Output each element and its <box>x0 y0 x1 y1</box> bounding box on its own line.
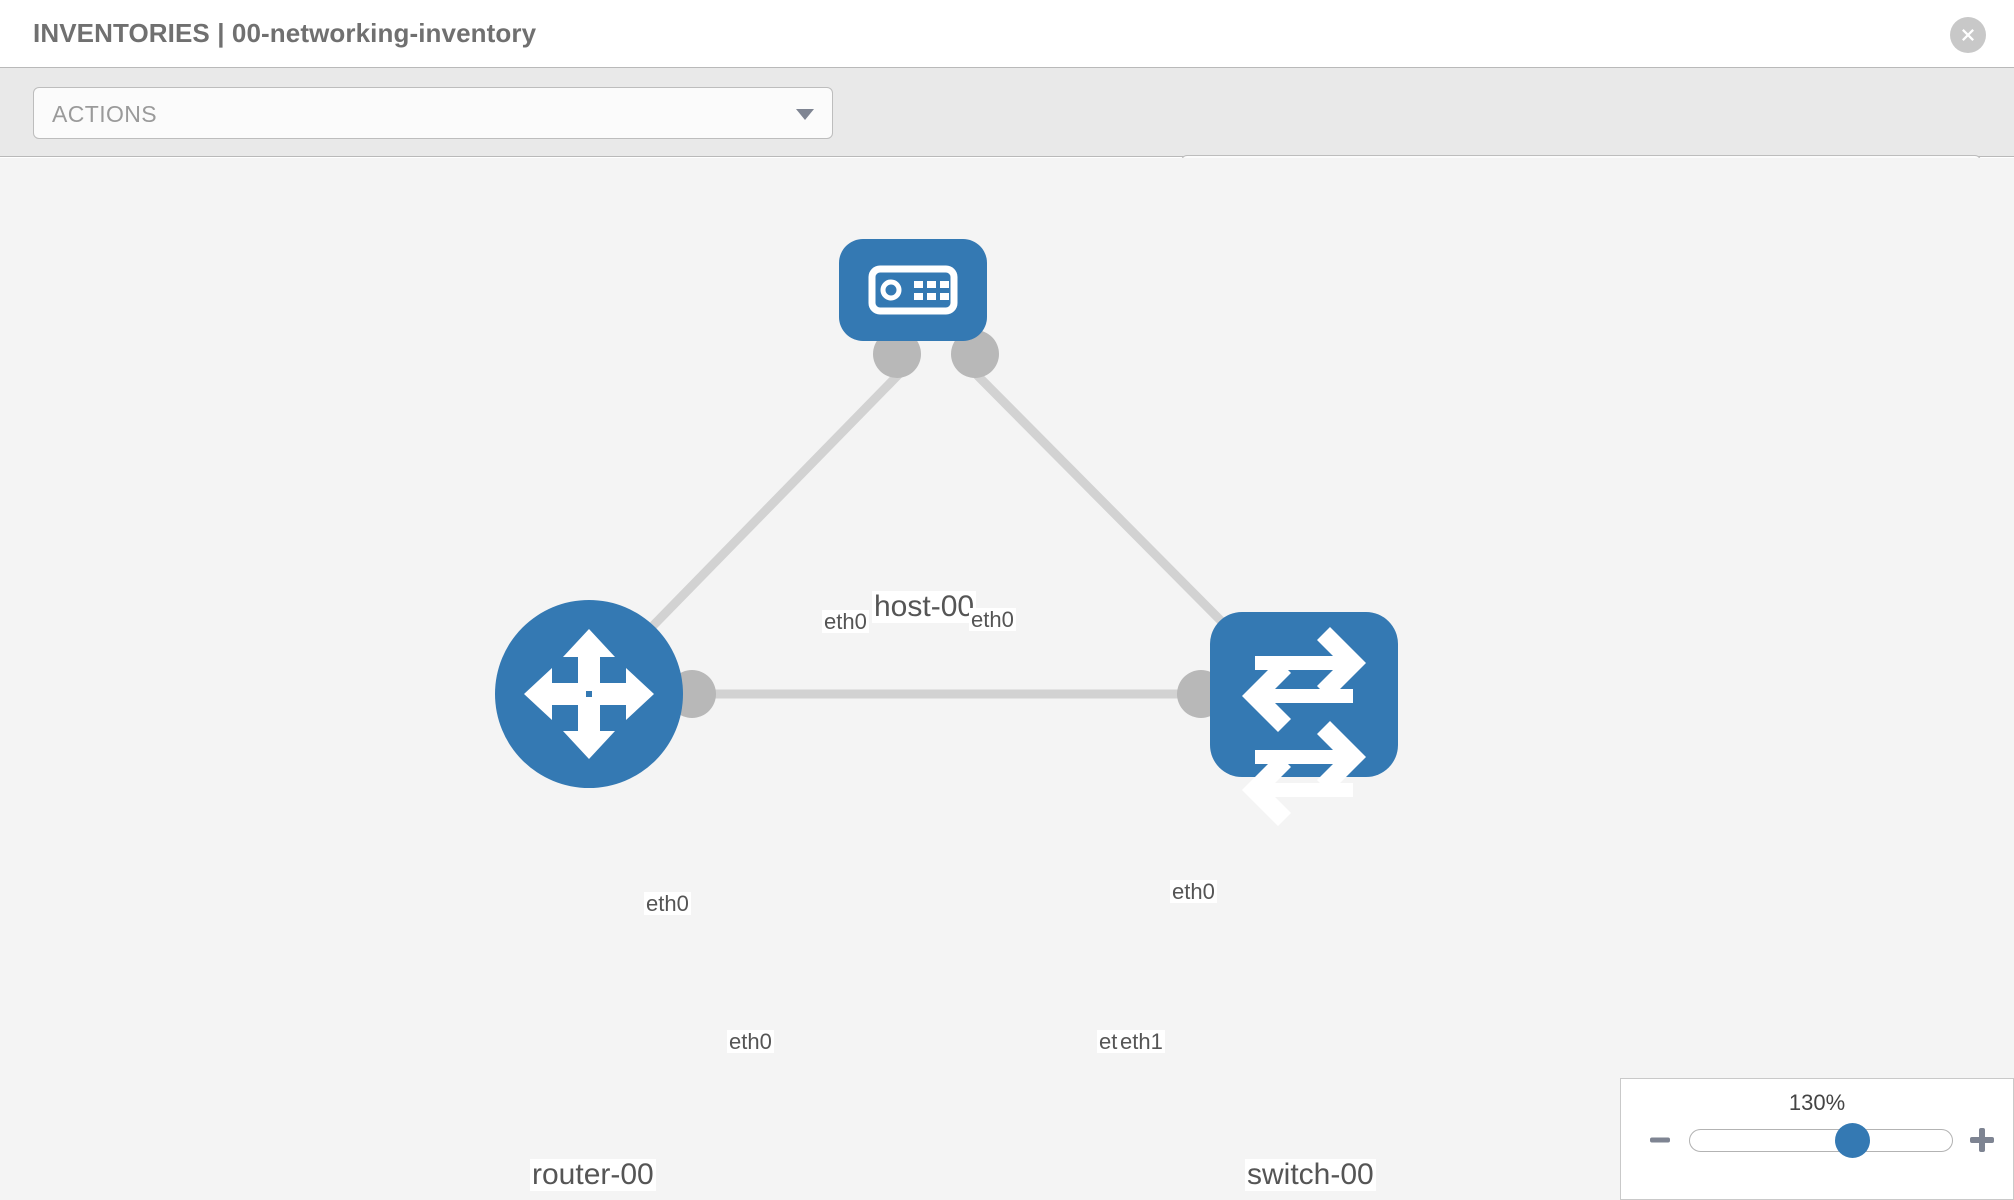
topology-graph[interactable] <box>0 158 2014 1200</box>
node-label-switch-00: switch-00 <box>1245 1158 1376 1191</box>
zoom-in-button[interactable] <box>1965 1123 1999 1157</box>
interface-label: eth0 <box>1170 879 1217 904</box>
switch-arrows-icon <box>1242 627 1366 826</box>
interface-label: eth0 <box>822 609 869 634</box>
page-header: INVENTORIES | 00-networking-inventory <box>0 0 2014 68</box>
interface-label: eth0 <box>969 607 1016 632</box>
topology-node-host-00[interactable] <box>839 239 987 341</box>
close-icon[interactable] <box>1950 17 1986 53</box>
topology-canvas[interactable]: host-00 router-00 switch-00 eth0 eth0 et… <box>0 158 2014 1200</box>
zoom-slider-thumb[interactable] <box>1834 1123 1870 1158</box>
page-title: INVENTORIES | 00-networking-inventory <box>33 18 537 48</box>
interface-label: eth1 <box>1118 1029 1165 1054</box>
zoom-control-panel: 130% <box>1620 1078 2014 1200</box>
chevron-down-icon <box>796 109 814 120</box>
node-label-host-00: host-00 <box>872 590 977 623</box>
node-label-router-00: router-00 <box>530 1158 656 1191</box>
interface-label: eth0 <box>727 1029 774 1054</box>
interface-label: eth0 <box>644 891 691 916</box>
actions-dropdown-label: ACTIONS <box>52 101 158 127</box>
zoom-out-button[interactable] <box>1643 1123 1677 1157</box>
zoom-level-label: 130% <box>1788 1090 1846 1115</box>
router-arrows-icon <box>524 629 654 759</box>
toolbar: ACTIONS <box>0 68 2014 207</box>
topology-node-switch-00[interactable] <box>1210 612 1398 826</box>
zoom-slider[interactable] <box>1689 1123 1953 1158</box>
link-host-switch[interactable] <box>971 369 1242 642</box>
server-icon <box>868 265 958 315</box>
actions-dropdown[interactable]: ACTIONS <box>33 87 833 139</box>
topology-node-router-00[interactable] <box>495 600 683 788</box>
link-router-host[interactable] <box>639 369 904 640</box>
